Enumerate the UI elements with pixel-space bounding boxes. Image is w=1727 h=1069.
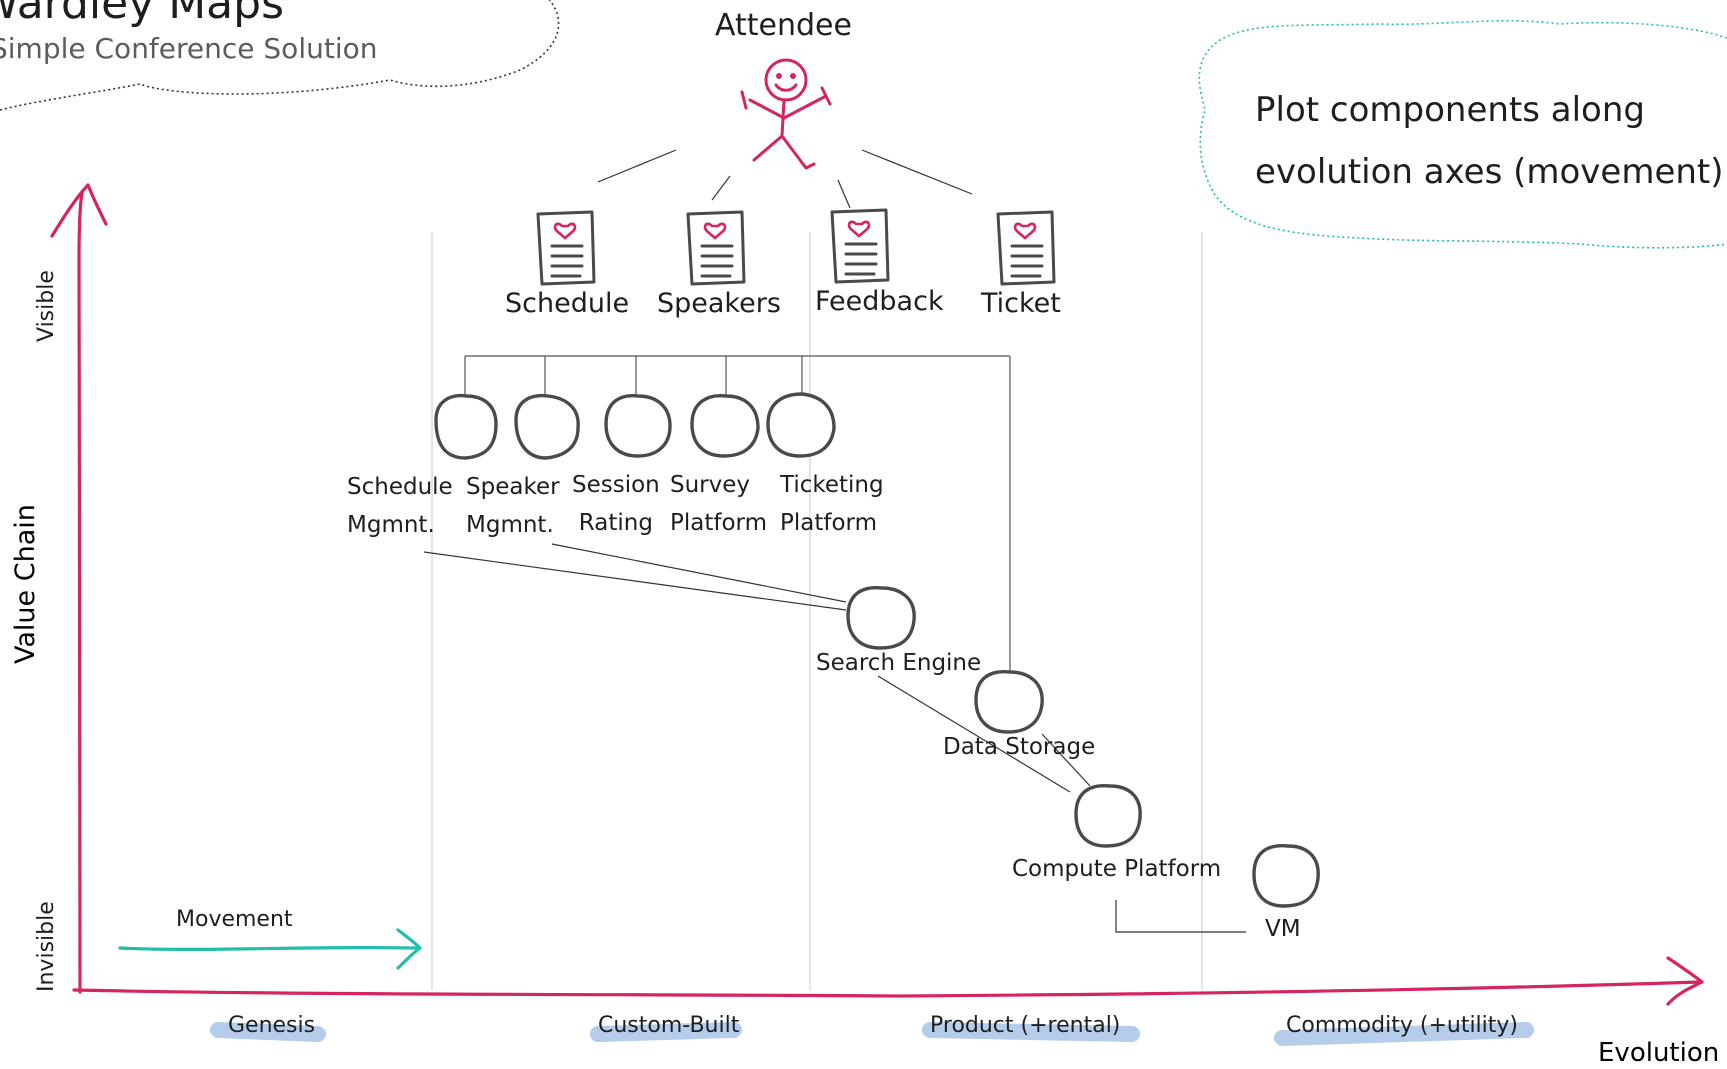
attendee-person-icon [740,58,832,170]
axis-label-invisible: Invisible [34,901,59,992]
movement-label: Movement [176,907,293,932]
component-label-schedule-mgmnt: Schedule Mgmnt. [347,474,453,538]
map-title: Wardley Maps [0,0,284,29]
survey-platform-node [690,394,760,458]
component-label-data-storage: Data Storage [943,734,1096,760]
ticket-document-icon [996,210,1056,286]
data-storage-node [974,670,1044,734]
axis-label-visible: Visible [34,270,59,342]
link-attendee-speakers [711,175,731,201]
need-label-schedule: Schedule [505,288,630,319]
component-label-ticketing-platform: Ticketing Platform [780,472,884,536]
movement-arrow [118,945,418,952]
evolution-axis-arrowhead [1666,956,1704,1006]
note-line-1: Plot components along [1255,90,1645,130]
component-label-session-rating: Session Rating [572,472,660,536]
component-label-speaker-mgmnt: Speaker Mgmnt. [466,474,560,538]
title-cloud [0,0,560,111]
speaker-mgmnt-node [514,393,580,460]
need-label-speakers: Speakers [657,288,781,319]
search-engine-node [846,586,916,650]
evolution-label: Evolution [1598,1038,1720,1068]
need-label-ticket: Ticket [981,288,1061,319]
vm-node [1252,844,1320,908]
stage-label-custom-built: Custom-Built [598,1013,740,1038]
stage-highlight-genesis [210,1022,326,1042]
stage-label-commodity: Commodity (+utility) [1286,1013,1519,1038]
stage-highlight-custom [590,1022,742,1042]
schedule-mgmnt-node [434,393,498,460]
need-label-feedback: Feedback [815,286,944,317]
ticketing-platform-node [766,392,836,458]
stage-label-genesis: Genesis [228,1013,316,1038]
value-chain-axis [77,190,84,994]
schedule-document-icon [536,210,596,286]
evolution-axis [72,980,1702,998]
session-rating-node [604,394,672,458]
speakers-document-icon [686,210,746,286]
link-attendee-feedback [837,179,851,209]
stage-label-product: Product (+rental) [930,1013,1121,1038]
needs-components-connector [464,355,1011,672]
attendee-label: Attendee [715,8,852,43]
stage-highlight-product [922,1022,1140,1042]
compute-platform-node [1074,784,1142,848]
link-attendee-schedule [597,149,677,183]
dependency-links [423,543,1246,933]
movement-arrow-head [396,928,422,970]
component-label-vm: VM [1265,916,1301,942]
stage-highlight-commodity [1274,1022,1534,1046]
map-subtitle: Simple Conference Solution [0,32,378,65]
value-chain-label: Value Chain [10,504,41,664]
link-attendee-ticket [861,149,973,195]
component-label-compute-platform: Compute Platform [1012,856,1222,882]
note-cloud [1198,20,1727,249]
component-label-search-engine: Search Engine [816,650,982,676]
note-line-2: evolution axes (movement) [1255,152,1724,192]
component-label-survey-platform: Survey Platform [670,472,767,536]
feedback-document-icon [830,208,890,284]
value-chain-axis-arrowhead [50,183,108,238]
